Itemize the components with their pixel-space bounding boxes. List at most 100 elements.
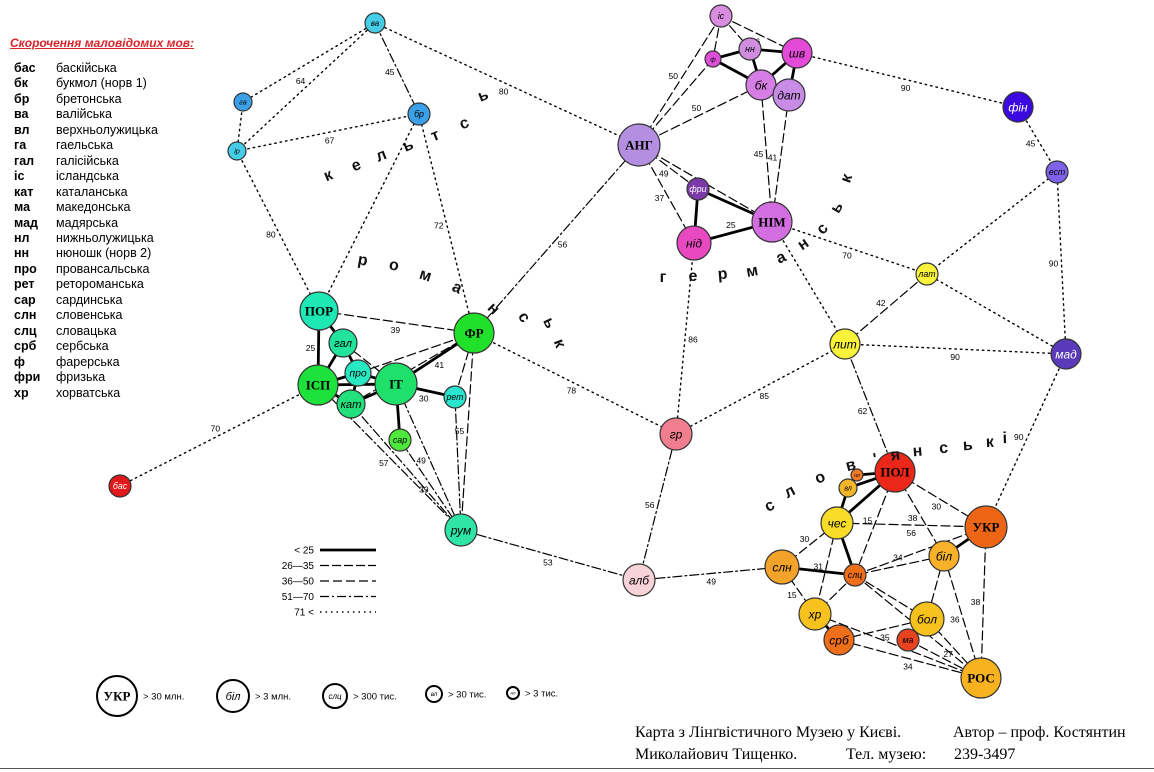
node-bil: біл xyxy=(928,540,960,572)
node-ros: РОС xyxy=(960,657,1002,699)
node-label: нн xyxy=(745,44,755,54)
node-circle xyxy=(1002,91,1034,123)
edge-isp-bas xyxy=(119,384,319,487)
node-circle xyxy=(297,364,339,406)
abbreviation-name: сардинська xyxy=(56,292,123,307)
node-isp: ІСП xyxy=(297,364,339,406)
node-label: срб xyxy=(829,633,850,647)
node-lat: лат xyxy=(915,262,939,286)
edge-label: 90 xyxy=(950,352,960,362)
node-circle xyxy=(676,225,712,261)
group-letter: а xyxy=(773,248,788,267)
node-gr: гр xyxy=(659,417,693,451)
edge-label: 30 xyxy=(419,393,429,403)
edge-label: 85 xyxy=(760,391,770,401)
edge-ret-rum xyxy=(454,396,462,531)
group-letter: ь xyxy=(539,315,559,331)
edge-label: 27 xyxy=(943,649,953,659)
node-label: шв xyxy=(789,46,805,60)
node-label: лат xyxy=(917,269,935,279)
edge-label: 64 xyxy=(296,76,306,86)
edge-label: 57 xyxy=(379,458,389,468)
edge-label: 86 xyxy=(688,334,698,344)
group-letter: ь xyxy=(962,437,973,455)
legend-size-item: біл> 3 млн. xyxy=(216,679,291,713)
node-circle xyxy=(823,624,855,656)
group-letter: а xyxy=(449,278,464,297)
legend-size-circle xyxy=(216,679,250,713)
edge-pro-fr xyxy=(357,332,475,374)
abbreviation-item: кат каталанська xyxy=(14,185,158,200)
abbreviation-code: гал xyxy=(14,153,35,168)
node-ir: ір xyxy=(227,141,247,161)
node-circle xyxy=(453,312,495,354)
node-circle xyxy=(686,177,710,201)
abbreviation-code: кат xyxy=(14,184,34,199)
node-label: ест xyxy=(1049,167,1066,177)
abbreviation-name: фризька xyxy=(56,370,106,385)
node-ukr: УКР xyxy=(964,505,1008,549)
edge-label: 34 xyxy=(893,553,903,563)
abbreviation-name: фарерська xyxy=(56,354,120,369)
group-letter: ь xyxy=(476,86,492,106)
edge-label: 15 xyxy=(787,590,797,600)
node-label: фін xyxy=(1008,100,1028,114)
edge-nim-lyt xyxy=(771,221,846,345)
group-letter: н xyxy=(912,443,923,461)
edge-label: 39 xyxy=(419,484,429,494)
node-label: іс xyxy=(718,11,725,21)
node-circle xyxy=(928,540,960,572)
group-letter: я xyxy=(889,446,902,464)
edge-label: 34 xyxy=(903,662,913,672)
abbreviation-code: хр xyxy=(14,385,29,400)
node-ret: рет xyxy=(443,385,467,409)
group-letter: к xyxy=(550,337,569,351)
node-circle xyxy=(622,563,656,597)
node-label: алб xyxy=(629,573,650,587)
abbreviation-code: бр xyxy=(14,91,30,106)
abbreviation-name: каталанська xyxy=(56,184,128,199)
edge-label: 90 xyxy=(1049,258,1059,268)
abbreviation-name: словацька xyxy=(56,323,117,338)
abbreviation-name: ретороманська xyxy=(56,277,144,292)
node-circle xyxy=(896,628,920,652)
abbreviation-code: бк xyxy=(14,76,28,91)
group-letter: о xyxy=(812,468,828,488)
edge-label: 39 xyxy=(391,325,401,335)
edge-label: 50 xyxy=(692,103,702,113)
node-label: вл xyxy=(844,484,852,493)
node-label: бол xyxy=(917,612,937,626)
node-label: лит xyxy=(832,337,856,351)
node-circle xyxy=(772,78,806,112)
edge-ir-br xyxy=(236,113,420,152)
edge-label: 38 xyxy=(908,513,918,523)
node-circle xyxy=(233,92,253,112)
legend-size-circle-label: УКР xyxy=(104,689,131,704)
node-circle xyxy=(1050,338,1082,370)
edge-va-ga xyxy=(242,22,376,103)
legend-distance-label: 51—70 xyxy=(282,592,315,603)
node-slc: слц xyxy=(843,563,867,587)
abbreviation-name: македонська xyxy=(56,200,131,215)
group-letter: т xyxy=(428,126,442,145)
group-letter: с xyxy=(514,309,533,326)
abbreviation-name: нюношк (норв 2) xyxy=(56,246,152,261)
legend-size-text: > 30 млн. xyxy=(143,692,184,703)
node-label: ІТ xyxy=(389,377,403,392)
group-letter: ь xyxy=(827,199,847,216)
edge-label: 15 xyxy=(863,516,873,526)
node-label: ва xyxy=(371,19,380,28)
node-bk: бк xyxy=(745,69,777,101)
legend-size-item: нл> 3 тис. xyxy=(506,686,558,700)
node-label: гал xyxy=(334,338,352,350)
node-circle xyxy=(388,428,412,452)
legend-size-item: вл> 30 тис. xyxy=(425,685,486,703)
node-circle xyxy=(798,597,832,631)
